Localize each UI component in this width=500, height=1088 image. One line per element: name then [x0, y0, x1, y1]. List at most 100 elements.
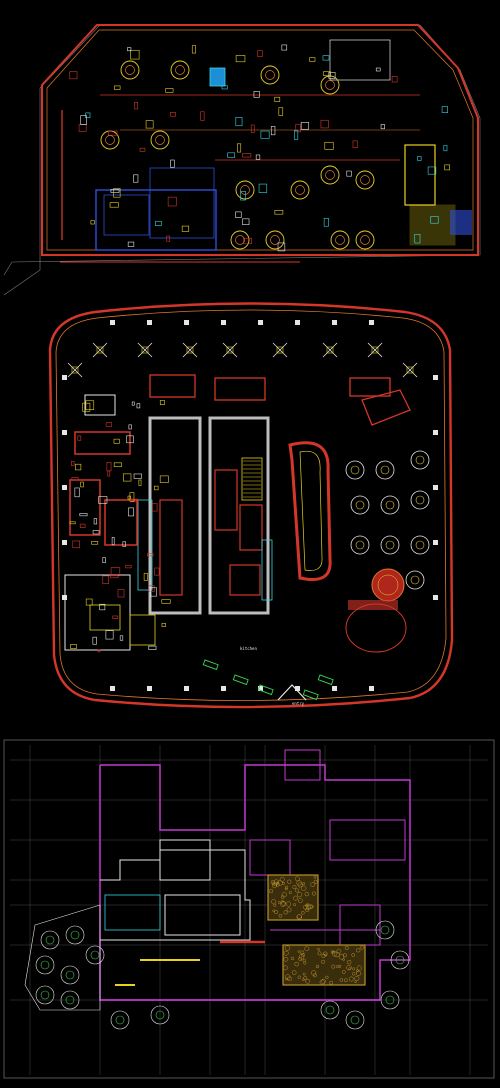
table-center: [350, 465, 360, 475]
furniture-block: [274, 96, 281, 102]
furniture-block: [270, 126, 276, 136]
hatch-mark: [311, 970, 317, 976]
round-table: [410, 535, 430, 555]
hatch-mark: [301, 978, 305, 982]
hatch-mark: [297, 975, 301, 979]
round-table: [265, 230, 285, 250]
floor-hatch: [269, 875, 364, 985]
table-top: [406, 366, 414, 374]
hatch-mark: [273, 882, 278, 887]
furniture-block: [441, 106, 449, 113]
hatch-mark: [300, 950, 305, 955]
table-top: [96, 346, 104, 354]
hatch-mark: [317, 948, 320, 951]
furniture-block: [235, 117, 243, 127]
tree-canopy: [320, 1000, 340, 1020]
furniture-block: [167, 196, 177, 207]
kitchen-equipment: [117, 589, 125, 598]
table-x: [92, 342, 108, 358]
kitchen-equipment: [150, 587, 157, 597]
hatch-mark: [354, 975, 360, 981]
furniture-block: [165, 88, 174, 93]
hatch-mark: [347, 960, 352, 965]
table-center: [325, 170, 335, 180]
kitchen-equipment: [105, 630, 114, 640]
furniture-block: [391, 76, 398, 83]
hatch-mark: [281, 901, 286, 906]
kitchen-equipment: [148, 645, 157, 650]
hatch-mark: [294, 961, 299, 967]
furniture-block: [109, 202, 119, 208]
table-center: [380, 465, 390, 475]
hatch-mark: [298, 956, 303, 961]
tree-canopy: [65, 925, 85, 945]
core-room: [229, 564, 261, 596]
table-center: [360, 235, 370, 245]
kitchen-block: [404, 144, 436, 206]
core-room: [239, 504, 263, 551]
site-boundary: [3, 739, 495, 1079]
room-block: [159, 839, 211, 881]
kitchen-equipment: [112, 615, 119, 619]
furniture-block: [274, 209, 284, 215]
kitchen-equipment: [71, 477, 79, 481]
column: [147, 686, 152, 691]
tree-trunk: [325, 1005, 335, 1015]
furniture-block: [430, 216, 439, 224]
kitchen-equipment: [152, 503, 158, 512]
column: [184, 320, 189, 325]
table-center: [175, 65, 185, 75]
hatch-mark: [283, 956, 289, 962]
round-table: [350, 495, 370, 515]
round-table: [320, 165, 340, 185]
round-table: [320, 75, 340, 95]
planter: [317, 674, 334, 686]
hatch-mark: [346, 964, 352, 971]
furniture-block: [133, 174, 139, 183]
table-x: [402, 362, 418, 378]
landscape-outline: [24, 904, 101, 1011]
stair-core: [329, 39, 391, 81]
hatch-mark: [293, 903, 297, 907]
furniture-block: [145, 120, 154, 129]
hatch-mark: [281, 881, 285, 885]
table-top: [276, 346, 284, 354]
core-room: [159, 499, 183, 596]
tree-trunk: [115, 1015, 125, 1025]
tree-trunk: [40, 990, 50, 1000]
kitchen-equipment: [105, 422, 113, 427]
furniture-block: [242, 153, 252, 158]
hatch-mark: [356, 965, 362, 971]
tree-trunk: [65, 970, 75, 980]
round-table: [380, 495, 400, 515]
furniture-block: [181, 225, 190, 232]
table-center: [410, 575, 420, 585]
furniture-block: [255, 154, 261, 160]
furniture-block: [443, 145, 448, 152]
round-table: [170, 60, 190, 80]
kitchen-equipment: [127, 495, 131, 500]
furniture-block: [85, 112, 91, 118]
round-table: [405, 570, 425, 590]
furniture-block: [322, 55, 330, 61]
furniture-block: [134, 102, 139, 110]
table-center: [265, 70, 275, 80]
tree-canopy: [85, 945, 105, 965]
furniture-block: [352, 140, 358, 148]
column: [221, 686, 226, 691]
tree-canopy: [60, 990, 80, 1010]
table-center: [360, 175, 370, 185]
furniture-block: [427, 166, 437, 175]
table-center: [125, 65, 135, 75]
kitchen-equipment: [77, 435, 82, 441]
kitchen-equipment: [70, 644, 78, 649]
planter: [202, 659, 219, 671]
storage-room: [129, 614, 156, 646]
furniture-block: [130, 49, 140, 60]
hatch-mark: [330, 950, 335, 954]
round-table: [150, 130, 170, 150]
furniture-block: [414, 234, 421, 244]
hatch-mark: [280, 901, 286, 907]
hatch-mark: [290, 956, 295, 961]
hatch-mark: [303, 904, 308, 910]
